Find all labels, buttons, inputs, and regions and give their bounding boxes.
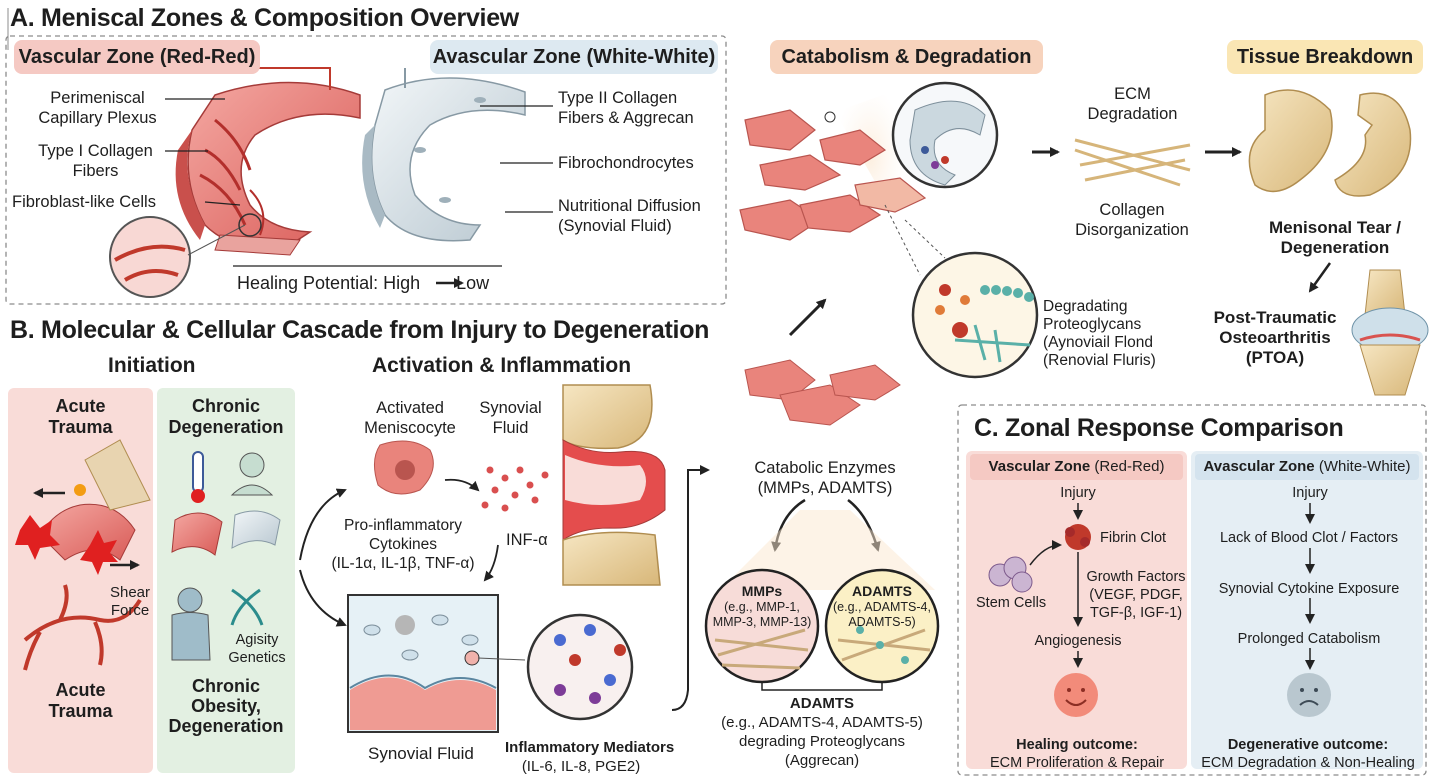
cell-cluster-top — [739, 109, 927, 241]
label-nutritional-diffusion: Nutritional Diffusion(Synovial Fluid) — [558, 197, 701, 235]
avascular-zone-header: Avascular Zone (White-White) — [1203, 458, 1411, 475]
chronic-panel — [157, 388, 295, 773]
knee-joint-illustration — [1351, 269, 1429, 396]
avascular-response-panel — [1191, 451, 1423, 769]
person-obesity-icon — [177, 587, 203, 613]
cell-cluster-bottom — [744, 359, 901, 426]
growth-factors-label: Growth Factors(VEGF, PDGF,TGF-β, IGF-1) — [1086, 569, 1186, 621]
vascular-response-panel — [966, 451, 1187, 769]
degenerative-outcome-label: Degenerative outcome:ECM Degradation & N… — [1201, 737, 1415, 771]
synovial-fluid-bottom-label: Synovial Fluid — [368, 744, 474, 763]
label-fibroblast-cells: Fibroblast-like Cells — [12, 193, 156, 211]
angiogenesis-label: Angiogenesis — [1034, 633, 1122, 649]
catabolism-pill: Catabolism & Degradation — [770, 40, 1043, 74]
initiation-heading: Initiation — [108, 354, 196, 377]
mmp-circle-label: MMPs(e.g., MMP-1,MMP-3, MMP-13) — [712, 583, 812, 630]
proteoglycan-zoom-circle — [911, 251, 1039, 379]
inf-alpha-label: INF-α — [506, 531, 548, 549]
activation-heading: Activation & Inflammation — [372, 354, 632, 377]
section-a-frame — [5, 35, 727, 305]
impact-burst-icon — [15, 515, 60, 560]
cytokine-exposure-label: Synovial Cytokine Exposure — [1218, 581, 1400, 597]
adamts-bottom-label: ADAMTS(e.g., ADAMTS-4, ADAMTS-5)degradin… — [721, 695, 923, 769]
adamts-circle-label: ADAMTS(e.g., ADAMTS-4,ADAMTS-5) — [833, 583, 931, 630]
section-c-frame — [957, 404, 1427, 776]
thermometer-icon — [192, 451, 204, 493]
avascular-zone-pill: Avascular Zone (White-White) — [430, 40, 718, 74]
happy-face-icon — [1054, 673, 1098, 717]
meniscus-piece-right — [1334, 92, 1412, 197]
lack-of-clot-label: Lack of Blood Clot / Factors — [1219, 530, 1399, 546]
sad-face-icon — [1287, 673, 1331, 717]
meniscus-piece-left — [1248, 89, 1333, 193]
meniscal-tear-label: Menisonal Tear /Degeneration — [1269, 218, 1401, 257]
vascular-injury-label: Injury — [1060, 485, 1096, 501]
healing-outcome-label: Healing outcome:ECM Proliferation & Repa… — [989, 737, 1165, 771]
synovial-joint-illustration — [562, 384, 666, 586]
inflammatory-mediators-label: Inflammatory Mediators(IL-6, IL-8, PGE2) — [505, 739, 675, 775]
mediator-zoom-circle — [526, 613, 634, 721]
avascular-meniscus-illustration — [362, 77, 526, 242]
label-fibrochondrocytes: Fibrochondrocytes — [558, 154, 694, 172]
tissue-breakdown-pill: Tissue Breakdown — [1227, 40, 1423, 74]
section-c-title: C. Zonal Response Comparison — [974, 414, 1344, 442]
stem-cells-label: Stem Cells — [976, 595, 1047, 611]
dna-icon — [230, 588, 264, 626]
collagen-fibers — [1074, 138, 1191, 187]
prolonged-catabolism-label: Prolonged Catabolism — [1237, 631, 1381, 647]
elderly-person-icon — [239, 452, 265, 478]
vessel-illustration — [23, 584, 142, 671]
section-b-title: B. Molecular & Cellular Cascade from Inj… — [10, 316, 710, 344]
fibrin-clot-label: Fibrin Clot — [1100, 530, 1167, 546]
vascular-meniscus-illustration — [175, 81, 361, 256]
catabolic-enzymes-label: Catabolic Enzymes(MMPs, ADAMTS) — [754, 459, 896, 497]
stem-cells-icon — [988, 556, 1033, 593]
vascular-zone-pill: Vascular Zone (Red-Red) — [14, 40, 260, 74]
section-a-title: A. Meniscal Zones & Composition Overview — [10, 4, 519, 32]
cytokine-particles — [481, 466, 549, 512]
avascular-injury-label: Injury — [1292, 485, 1328, 501]
vascular-zone-header: Vascular Zone (Red-Red) — [988, 458, 1165, 475]
